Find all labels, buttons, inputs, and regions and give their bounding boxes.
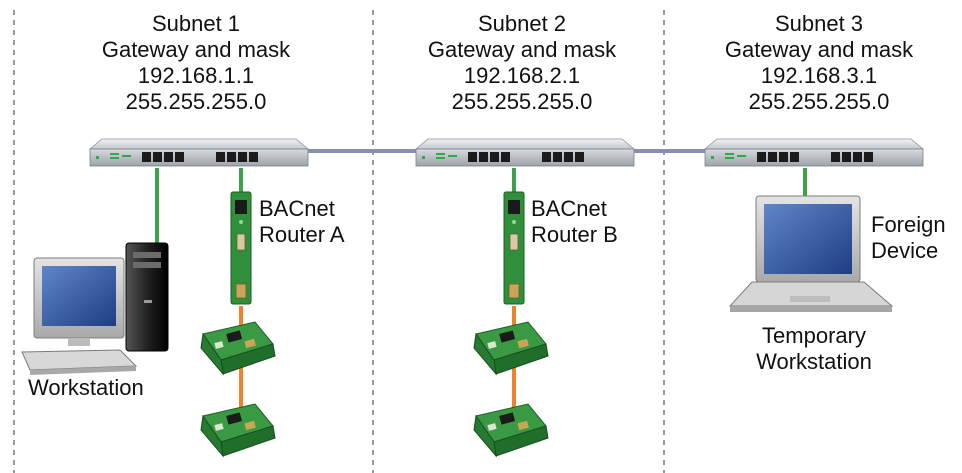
subnet-name: Subnet 3 — [774, 11, 864, 36]
mstp-links — [239, 306, 516, 408]
subnet-name: Subnet 2 — [477, 11, 567, 36]
router-a-label: BACnet Router A — [259, 196, 345, 248]
bacnet-router-icon — [230, 191, 252, 305]
controller-icon — [200, 403, 276, 457]
router-b-label: BACnet Router B — [531, 196, 618, 248]
temporary-workstation-line2: Workstation — [756, 349, 872, 374]
subnet-heading: Gateway and mask — [101, 37, 291, 62]
temporary-workstation-label: Temporary Workstation — [744, 323, 884, 375]
temporary-workstation-line1: Temporary — [762, 323, 866, 348]
subnet-gateway: 192.168.3.1 — [760, 63, 878, 88]
subnet-gateway: 192.168.2.1 — [463, 63, 581, 88]
subnet-mask: 255.255.255.0 — [748, 89, 890, 114]
subnet-gateway: 192.168.1.1 — [137, 63, 255, 88]
desktop-computer-icon — [21, 242, 169, 375]
controller-icon — [473, 403, 549, 457]
controller-icon — [200, 321, 276, 375]
subnet-1-header: Subnet 1 Gateway and mask 192.168.1.1 25… — [46, 11, 346, 115]
workstation-label-text: Workstation — [28, 375, 144, 400]
network-switch-icon — [89, 138, 309, 167]
laptop-icon — [728, 195, 894, 312]
subnet-mask: 255.255.255.0 — [451, 89, 593, 114]
network-switch-icon — [704, 138, 924, 167]
router-b-line2: Router B — [531, 222, 618, 247]
subnet-heading: Gateway and mask — [724, 37, 914, 62]
subnet-heading: Gateway and mask — [427, 37, 617, 62]
subnet-3-header: Subnet 3 Gateway and mask 192.168.3.1 25… — [669, 11, 962, 115]
router-b-line1: BACnet — [531, 196, 607, 221]
subnet-mask: 255.255.255.0 — [125, 89, 267, 114]
router-a-line2: Router A — [259, 222, 345, 247]
network-switch-icon — [415, 138, 635, 167]
controller-icon — [473, 321, 549, 375]
subnet-2-header: Subnet 2 Gateway and mask 192.168.2.1 25… — [372, 11, 672, 115]
bacnet-router-icon — [503, 191, 525, 305]
subnet-name: Subnet 1 — [151, 11, 241, 36]
ethernet-links — [155, 168, 807, 250]
foreign-device-line2: Device — [871, 238, 939, 263]
router-a-line1: BACnet — [259, 196, 335, 221]
foreign-device-line1: Foreign — [871, 212, 946, 237]
subnet-dividers — [13, 10, 665, 473]
workstation-label: Workstation — [28, 375, 144, 401]
foreign-device-label: Foreign Device — [871, 212, 946, 264]
